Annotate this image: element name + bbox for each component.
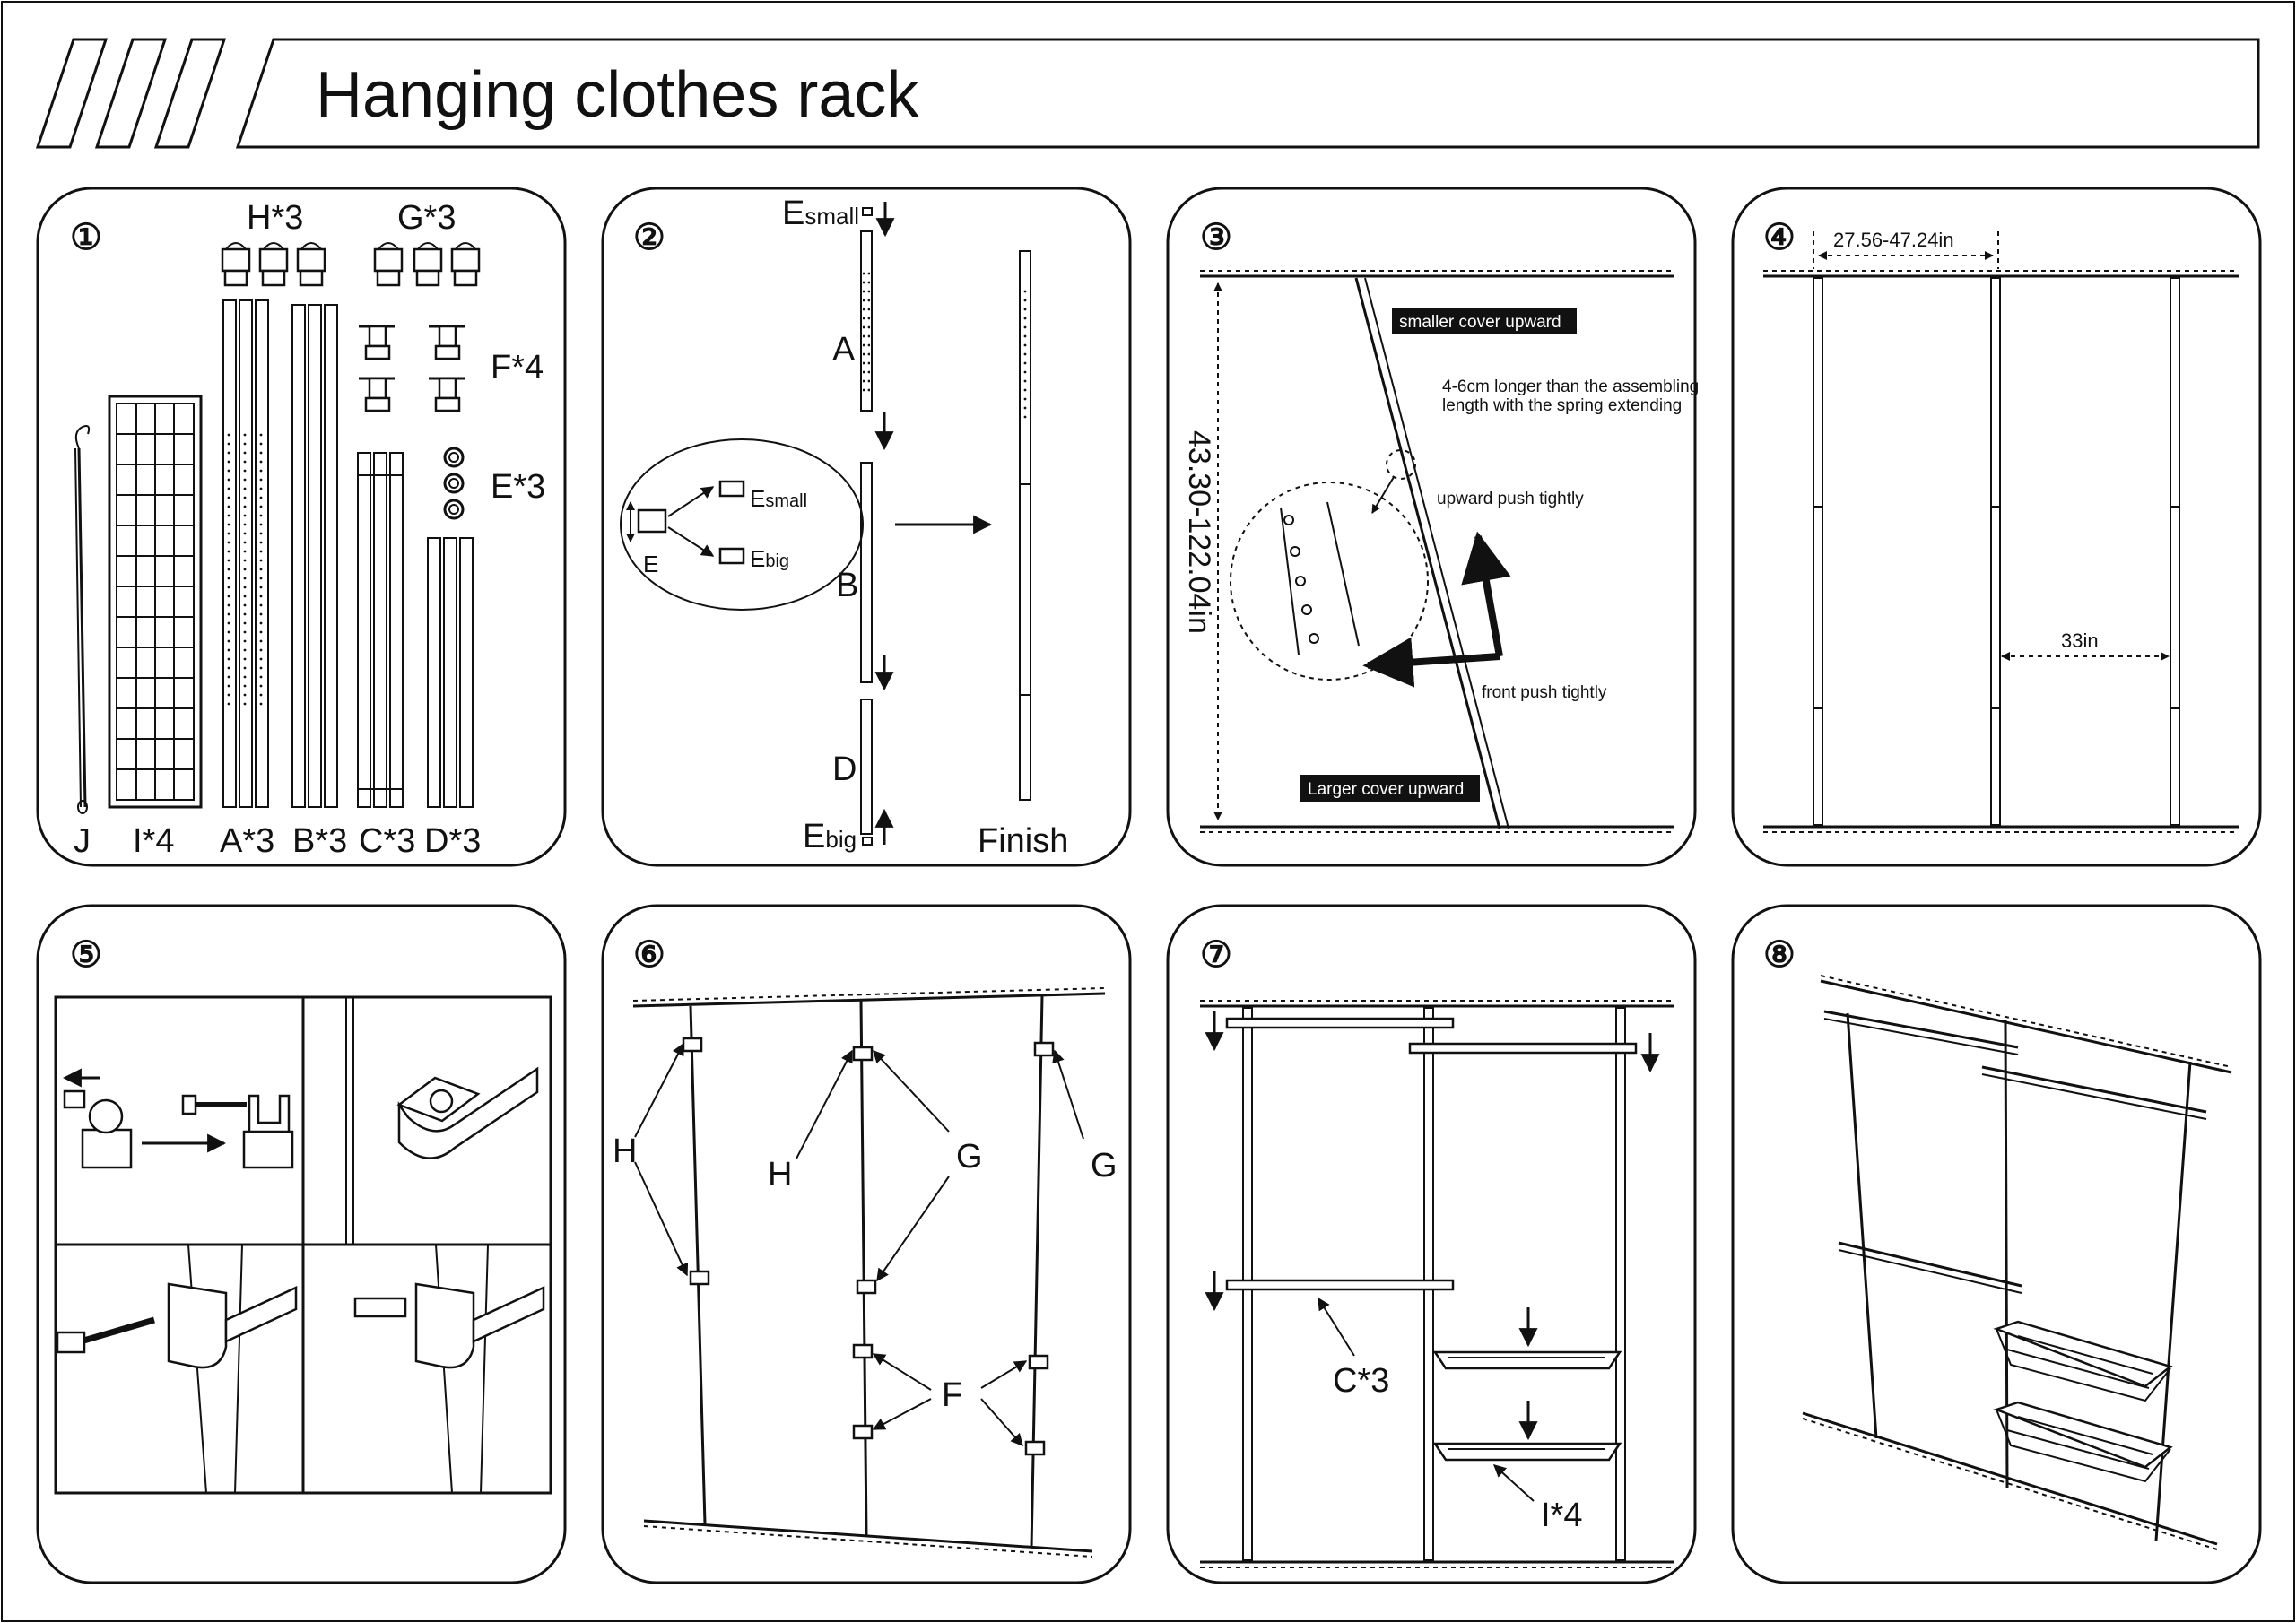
label-g-right: G: [1091, 1147, 1118, 1185]
part-c-bars: [357, 452, 404, 808]
label-segment-a: A: [832, 331, 856, 369]
label-part-i: I*4: [133, 822, 174, 860]
label-e-big-bubble: Ebig: [750, 545, 789, 572]
label-segment-d: D: [832, 751, 857, 788]
label-part-e: E*3: [491, 468, 545, 506]
panel-step-3: ③ 43.30-122.04in smaller cover upward La…: [1166, 187, 1699, 867]
detail-bracket-clamped: [353, 1244, 545, 1494]
assembled-pole: [1019, 250, 1031, 801]
ceiling-line: [1820, 979, 2232, 1074]
smaller-cover-tag: [1392, 308, 1577, 334]
three-poles: [682, 994, 1055, 1549]
step-7-number: ⑦: [1200, 935, 1232, 975]
label-part-d: D*3: [424, 822, 481, 860]
label-f: F: [942, 1376, 962, 1414]
label-part-j: J: [74, 822, 91, 860]
label-part-g: G*3: [397, 199, 456, 237]
label-part-a: A*3: [220, 822, 274, 860]
part-i-grid-shelf: [108, 395, 203, 809]
part-h-clamps: [221, 242, 326, 287]
panel-step-1: ①: [36, 187, 567, 867]
header-banner: Hanging clothes rack: [35, 38, 2260, 149]
detail-loosen-screw: [62, 1068, 294, 1169]
upward-push-label: upward push tightly: [1437, 490, 1584, 508]
label-c-bars: C*3: [1333, 1362, 1389, 1400]
larger-cover-tag: [1300, 775, 1480, 802]
spacing-fixed-label: 33in: [2061, 629, 2099, 652]
spacing-range-label: 27.56-47.24in: [1833, 229, 1954, 251]
part-f-brackets: [359, 325, 465, 412]
panel-step-6: ⑥ H H G G: [601, 904, 1132, 1584]
label-i-shelves: I*4: [1541, 1497, 1582, 1534]
floor-line: [1802, 1411, 2218, 1546]
label-part-c: C*3: [359, 822, 415, 860]
part-g-clamps: [373, 242, 481, 287]
step-2-number: ②: [633, 218, 665, 257]
step-4-number: ④: [1763, 218, 1796, 257]
label-h-left: H: [613, 1133, 637, 1170]
detail-clamp: [345, 997, 539, 1245]
installed-poles: [1813, 277, 2180, 826]
label-segment-b: B: [836, 567, 858, 604]
part-a-poles: [222, 299, 269, 808]
end-cap-detail: E Esmall Ebig: [620, 438, 864, 611]
label-h-mid: H: [768, 1156, 792, 1193]
part-d-poles: [427, 537, 474, 808]
assembled-frame: [1225, 1007, 1638, 1561]
label-e-big: Ebig: [803, 818, 857, 855]
upward-push-arrow: [1461, 531, 1511, 657]
height-range-label: 43.30-122.04in: [1182, 430, 1216, 634]
label-e: E: [643, 551, 658, 577]
step-8-number: ⑧: [1763, 935, 1796, 975]
panel-step-8: ⑧: [1731, 904, 2262, 1584]
finished-rack: [1823, 1010, 2207, 1541]
label-finish: Finish: [978, 822, 1068, 860]
part-j-hook-rod: [74, 425, 91, 814]
panel-step-5: ⑤: [36, 904, 567, 1584]
step-1-number: ①: [70, 218, 102, 257]
tilted-pole: [1354, 277, 1509, 829]
panel-step-4: ④ 27.56-47.24in 33in: [1731, 187, 2262, 867]
larger-cover-label: Larger cover upward: [1308, 780, 1464, 799]
floor-line: [643, 1519, 1093, 1553]
step-6-number: ⑥: [633, 935, 665, 975]
label-part-b: B*3: [292, 822, 347, 860]
step-3-number: ③: [1200, 218, 1232, 257]
label-g-mid: G: [956, 1138, 983, 1176]
hole-detail-magnifier: [1230, 449, 1429, 681]
label-part-h: H*3: [247, 199, 303, 237]
smaller-cover-label: smaller cover upward: [1399, 313, 1561, 332]
longer-note-line2: length with the spring extending: [1442, 396, 1682, 415]
pole-segments: [860, 202, 895, 846]
longer-note-line1: 4-6cm longer than the assembling: [1442, 378, 1699, 396]
panel-step-2: ② E Esmall Ebig Esmall: [601, 187, 1132, 867]
part-e-caps: [443, 447, 465, 520]
label-part-f: F*4: [491, 349, 544, 386]
front-push-arrow: [1362, 637, 1500, 688]
part-b-poles: [291, 304, 338, 808]
front-push-label: front push tightly: [1482, 683, 1607, 702]
ceiling-line: [632, 992, 1106, 1008]
label-e-small: Esmall: [782, 195, 859, 232]
page-title: Hanging clothes rack: [316, 59, 919, 131]
step-5-number: ⑤: [70, 935, 102, 975]
label-e-small-bubble: Esmall: [750, 485, 807, 512]
detail-bracket-install: [56, 1244, 298, 1494]
panel-step-7: ⑦ C*3 I*4: [1166, 904, 1697, 1584]
